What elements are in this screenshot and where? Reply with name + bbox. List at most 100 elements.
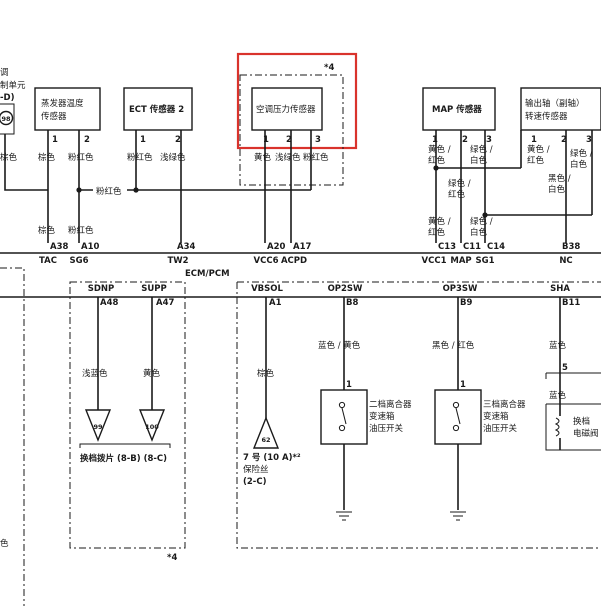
sig-nc: NC [559,256,572,266]
map-wire2-l2: 白色 [470,155,488,166]
note4-bottom: *4 [167,553,177,563]
map-pin3: 3 [486,135,492,145]
evap-temp-sensor: 蒸发器温度 传感器 1 2 棕色 粉红色 [34,87,101,243]
ac-name: 空调压力传感器 [256,104,316,115]
pin-c14: C14 [487,242,505,252]
ac-pin2: 2 [286,135,292,145]
os-wire3-l1: 绿色 / [570,148,593,159]
os-name-l2: 转速传感器 [525,111,568,122]
sig-acpd: ACPD [281,256,307,266]
map-pin1: 1 [432,135,438,145]
ac-wire1: 黄色 [254,152,272,163]
tac-wire-low: 棕色 [38,225,56,236]
map-wire2-l1: 绿色 / [470,144,493,155]
vbsol-fuse-circuit: 棕色 62 7 号 (10 A)*² 保险丝 (2-C) [243,297,301,487]
ac-note: *4 [324,63,334,73]
sha-l1: 换档 [573,416,590,427]
op3-l3: 油压开关 [483,423,518,434]
sig-supp: SUPP [141,284,166,294]
pin-a48: A48 [100,298,118,308]
ac-pressure-highlight [236,52,358,150]
sig-sg6: SG6 [69,256,88,266]
evap-wire2: 粉红色 [68,152,94,163]
sig-op2sw: OP2SW [328,284,363,294]
fuse-l1: 7 号 (10 A)*² [243,453,301,463]
op2-l2: 变速箱 [369,411,395,422]
sg6-wire-low: 粉红色 [68,225,94,236]
ecm-top-pins: A38 A10 A34 A20 A17 C13 C11 C14 B38 [50,242,580,252]
ect2-wire2: 浅绿色 [160,152,186,163]
op2-pin: 1 [346,380,352,390]
pin-a47: A47 [156,298,174,308]
evap-pin2: 2 [84,135,90,145]
sig-sdnp: SDNP [88,284,115,294]
pin-a1: A1 [269,298,282,308]
op3sw-circuit: 黑色 / 红色 1 三档离合器 变速箱 油压开关 [432,297,526,521]
left-unit-ref: 98 [1,115,11,123]
sig-vbsol: VBSOL [251,284,283,294]
os-name-l1: 输出轴（副轴） [525,98,585,109]
pin-a17: A17 [293,242,311,252]
c13-wire-l2: 红色 [428,227,446,238]
ac-pin1: 1 [263,135,269,145]
connector-62: 62 [261,436,270,444]
sig-map: MAP [450,256,471,266]
op2sw-wire: 蓝色 / 黄色 [318,340,361,351]
c14-wire-l2: 白色 [470,227,488,238]
pink-bus: 粉红色 [76,184,311,197]
pin-c13: C13 [438,242,456,252]
ect2-wire1: 粉红色 [127,152,153,163]
sha-l2: 电磁阀 [573,428,599,439]
c14-wire-l1: 绿色 / [470,216,493,227]
map-sensor: MAP 传感器 1 2 3 黄色 / 红色 绿色 / 白色 [422,87,496,243]
supp-wire: 黄色 [143,368,161,379]
ac-pin3: 3 [315,135,321,145]
evap-name-l1: 蒸发器温度 [41,98,84,109]
pin-a20: A20 [267,242,285,252]
left-unit-line3: -D) [0,93,15,103]
ect2-name: ECT 传感器 2 [129,104,184,115]
evap-pin1: 1 [52,135,58,145]
sha-wire: 蓝色 [549,340,567,351]
pin-b8: B8 [346,298,358,308]
sig-sg1: SG1 [475,256,494,266]
sha-wire-low: 蓝色 [549,390,567,401]
pin-a34: A34 [177,242,195,252]
op2-l1: 二档离合器 [369,399,412,410]
op2sw-circuit: 蓝色 / 黄色 1 二档离合器 变速箱 油压开关 [318,297,412,521]
left-control-unit: 调 制单元 -D) 98 棕色 [0,68,48,191]
left-unit-wire: 棕色 [0,152,18,163]
sig-vcc1: VCC1 [422,256,447,266]
op3-l2: 变速箱 [483,411,509,422]
mid-wire-l1: 绿色 / [448,178,471,189]
os-pin1: 1 [531,135,537,145]
os-wire1-l2: 红色 [527,155,545,166]
os-wire1-l1: 黄色 / [527,144,550,155]
pin-c11: C11 [463,242,481,252]
left-unit-line2: 制单元 [0,80,26,91]
os-pin2: 2 [561,135,567,145]
fuse-l2: 保险丝 [243,464,269,475]
sdnp-wire: 浅蓝色 [82,368,108,379]
pin-b11: B11 [562,298,580,308]
op3-pin: 1 [460,380,466,390]
op3-l1: 三档离合器 [483,399,526,410]
connector-99: 99 [93,423,103,431]
pin-a10: A10 [81,242,99,252]
sig-sha: SHA [550,284,570,294]
b38-wire-l2: 白色 [548,184,566,195]
sig-tac: TAC [39,256,57,266]
c13-wire-l1: 黄色 / [428,216,451,227]
sig-vcc6: VCC6 [254,256,279,266]
bus-wire: 粉红色 [96,186,122,197]
shift-paddle-label: 换档拨片 (8-B) (8-C) [80,453,167,464]
ac-wire2: 浅绿色 [275,152,301,163]
mid-wire-l2: 红色 [448,189,466,200]
map-name: MAP 传感器 [432,104,482,115]
os-wire3-l2: 白色 [570,159,588,170]
b38-wire-l1: 黑色 / [548,173,571,184]
pin-b9: B9 [460,298,472,308]
op2-l3: 油压开关 [369,423,404,434]
sha-solenoid-circuit: 蓝色 5 蓝色 换档 电磁阀 [545,297,601,451]
